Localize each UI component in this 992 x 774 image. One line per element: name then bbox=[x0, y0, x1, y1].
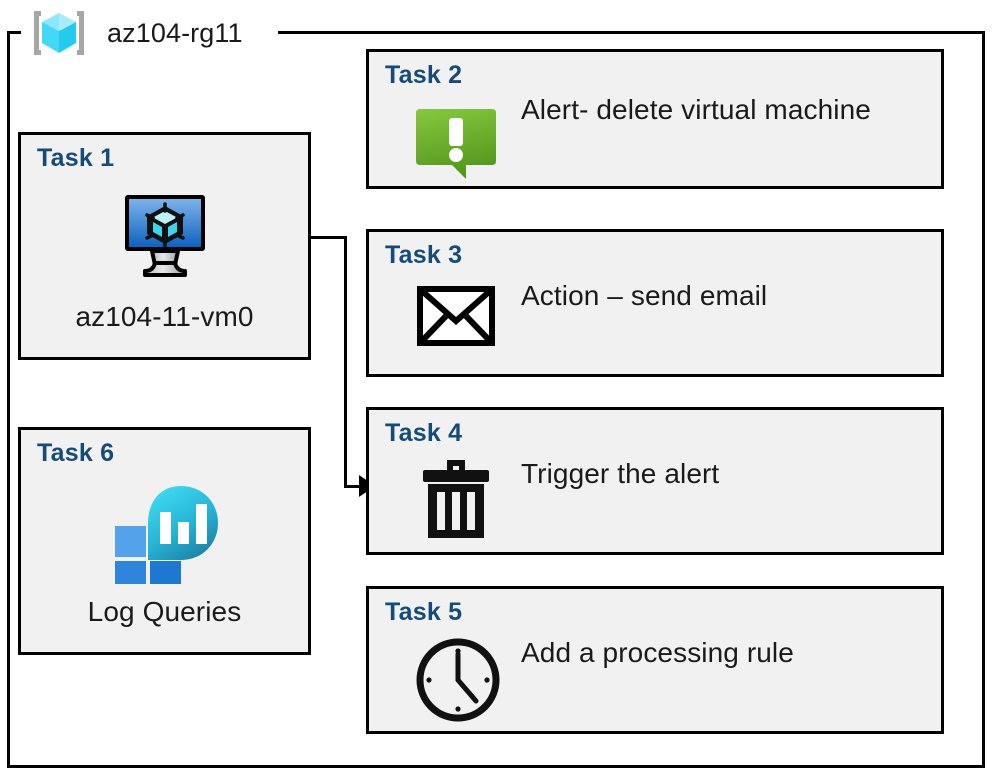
task-1-title: Task 1 bbox=[37, 144, 115, 172]
trash-can-icon bbox=[421, 457, 491, 546]
task-5-title: Task 5 bbox=[385, 598, 463, 626]
rg-border-top-right bbox=[278, 31, 985, 34]
clock-icon bbox=[413, 635, 503, 730]
task-5-label: Add a processing rule bbox=[521, 637, 794, 668]
resource-group-container: az104-rg11 bbox=[7, 11, 985, 768]
alert-exclamation-icon bbox=[414, 105, 498, 188]
task-3-label: Action – send email bbox=[521, 280, 768, 311]
virtual-machine-icon bbox=[119, 191, 211, 284]
resource-group-name: az104-rg11 bbox=[107, 18, 243, 48]
envelope-icon bbox=[417, 286, 495, 351]
azure-resource-group-icon bbox=[25, 5, 93, 61]
rg-border-bottom bbox=[7, 765, 985, 768]
task-card-3[interactable]: Task 3 Action – send email bbox=[366, 229, 944, 377]
log-analytics-icon bbox=[110, 482, 220, 591]
task-card-4[interactable]: Task 4 Trigger the alert bbox=[366, 407, 944, 555]
rg-border-top-left bbox=[7, 31, 21, 34]
task-2-title: Task 2 bbox=[385, 61, 463, 89]
task-1-label: az104-11-vm0 bbox=[75, 301, 254, 332]
task-6-label: Log Queries bbox=[87, 596, 242, 627]
task-card-1[interactable]: Task 1 bbox=[18, 132, 311, 360]
connector-segment-horizontal-bottom bbox=[344, 485, 366, 488]
task-card-5[interactable]: Task 5 Add a processing rule bbox=[366, 586, 944, 734]
task-card-2[interactable]: Task 2 Alert- delete virtual machine bbox=[366, 49, 944, 189]
task-2-label: Alert- delete virtual machine bbox=[521, 94, 871, 125]
rg-border-right bbox=[982, 31, 985, 768]
task-3-title: Task 3 bbox=[385, 241, 463, 269]
task-card-6[interactable]: Task 6 Log Queries bbox=[18, 427, 311, 655]
connector-segment-vertical bbox=[344, 236, 347, 488]
task-4-label: Trigger the alert bbox=[521, 458, 720, 489]
rg-border-left bbox=[7, 31, 10, 768]
task-6-title: Task 6 bbox=[37, 439, 115, 467]
task-4-title: Task 4 bbox=[385, 419, 463, 447]
